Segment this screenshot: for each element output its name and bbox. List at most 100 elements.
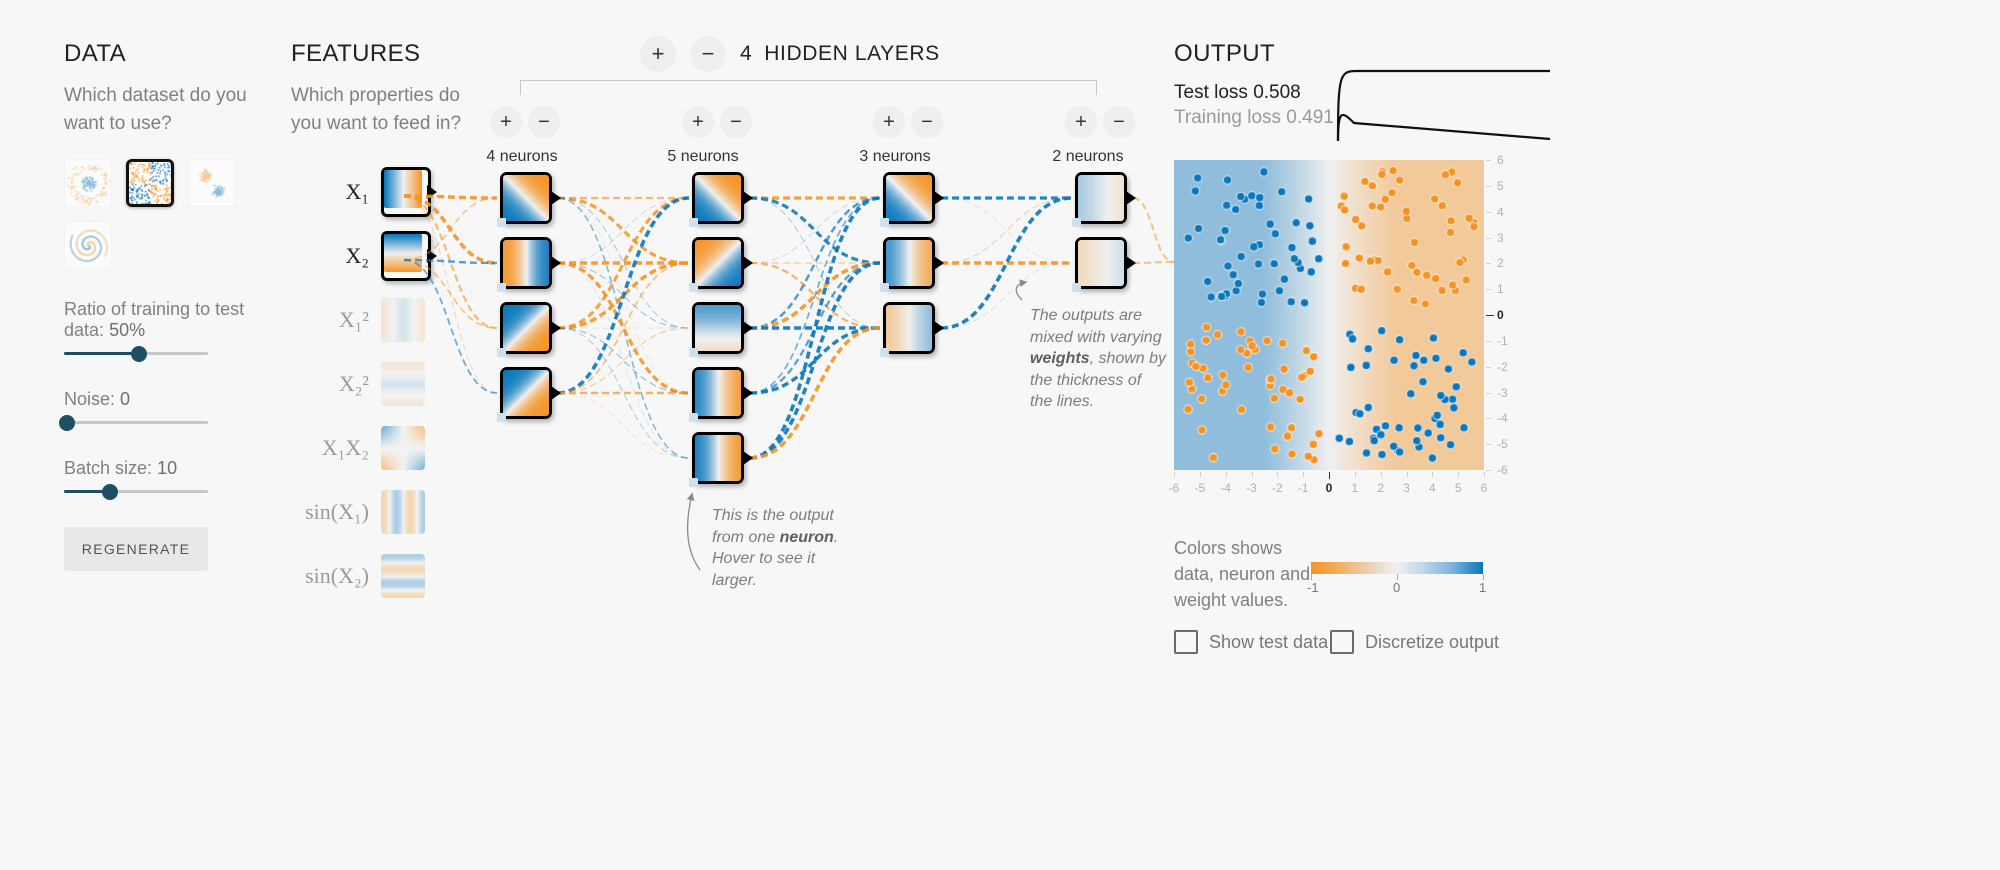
regenerate-button[interactable]: REGENERATE (64, 527, 208, 572)
network-link[interactable] (557, 196, 690, 330)
feature-node-x2sq[interactable] (381, 362, 425, 406)
neuron-bias-indicator[interactable] (497, 413, 506, 422)
feature-row-x1[interactable]: X₁ (291, 167, 437, 217)
network-link[interactable] (557, 392, 690, 459)
neuron-bias-indicator[interactable] (1072, 218, 1081, 227)
dataset-thumb-gauss[interactable] (188, 159, 236, 208)
remove-neuron-layer-2[interactable]: − (720, 106, 752, 138)
feature-row-sinx2[interactable]: sin(X₂) (291, 554, 425, 598)
feature-node-x1[interactable] (381, 167, 437, 217)
neuron-l1-n3[interactable] (497, 302, 561, 357)
ratio-slider-knob[interactable] (130, 346, 147, 363)
output-heatmap[interactable] (1174, 160, 1484, 470)
add-neuron-layer-3[interactable]: + (873, 106, 905, 138)
discretize-output-checkbox-row[interactable]: Discretize output (1330, 630, 1499, 654)
network-link[interactable] (749, 196, 881, 330)
network-link[interactable] (403, 259, 498, 329)
dataset-thumb-xor[interactable] (126, 159, 174, 208)
neuron-l3-n3[interactable] (880, 302, 944, 357)
neuron-bias-indicator[interactable] (880, 218, 889, 227)
neuron-bias-indicator[interactable] (689, 348, 698, 357)
feature-row-x1x2[interactable]: X₁X₂ (291, 426, 425, 470)
dataset-thumb-circle[interactable] (64, 159, 112, 208)
network-link[interactable] (403, 197, 498, 261)
network-link[interactable] (557, 261, 690, 395)
network-link[interactable] (749, 261, 881, 395)
add-layer-button[interactable]: + (640, 36, 676, 72)
feature-node-x2[interactable] (381, 231, 437, 281)
network-link[interactable] (1132, 196, 1175, 264)
feature-row-sinx1[interactable]: sin(X₁) (291, 490, 425, 534)
add-neuron-layer-1[interactable]: + (490, 106, 522, 138)
neuron-bias-indicator[interactable] (497, 218, 506, 227)
neuron-bias-indicator[interactable] (689, 283, 698, 292)
remove-neuron-layer-4[interactable]: − (1103, 106, 1135, 138)
show-test-data-checkbox-row[interactable]: Show test data (1174, 630, 1328, 654)
network-link[interactable] (749, 197, 881, 329)
neuron-l3-n1[interactable] (880, 172, 944, 227)
network-link[interactable] (557, 327, 690, 459)
noise-slider-knob[interactable] (58, 415, 75, 432)
neuron-bias-indicator[interactable] (497, 348, 506, 357)
network-link[interactable] (749, 196, 881, 460)
neuron-bias-indicator[interactable] (880, 348, 889, 357)
discretize-output-checkbox[interactable] (1330, 630, 1354, 654)
network-link[interactable] (940, 197, 1073, 264)
network-link[interactable] (749, 196, 881, 265)
feature-node-sinx2[interactable] (381, 554, 425, 598)
neuron-bias-indicator[interactable] (689, 218, 698, 227)
network-link[interactable] (557, 197, 690, 329)
neuron-l2-n4[interactable] (689, 367, 753, 422)
batch-slider-knob[interactable] (102, 484, 119, 501)
neuron-bias-indicator[interactable] (689, 478, 698, 487)
network-link[interactable] (557, 262, 690, 459)
ratio-slider[interactable] (64, 345, 208, 363)
batch-slider[interactable] (64, 483, 208, 501)
feature-node-x1sq[interactable] (381, 298, 425, 342)
network-link[interactable] (403, 194, 498, 330)
neuron-annotation-bold: neuron (779, 528, 834, 546)
neuron-l4-n1[interactable] (1072, 172, 1136, 227)
network-link[interactable] (749, 261, 881, 460)
add-neuron-layer-2[interactable]: + (682, 106, 714, 138)
remove-layer-button[interactable]: − (690, 36, 726, 72)
network-link[interactable] (1132, 260, 1175, 265)
dataset-thumb-spiral[interactable] (64, 221, 112, 270)
neuron-bias-indicator[interactable] (689, 413, 698, 422)
noise-value: 0 (120, 389, 131, 410)
add-neuron-layer-4[interactable]: + (1065, 106, 1097, 138)
neuron-bias-indicator[interactable] (880, 283, 889, 292)
network-link[interactable] (557, 262, 690, 394)
neuron-l2-n3[interactable] (689, 302, 753, 357)
network-link[interactable] (557, 197, 690, 459)
network-link[interactable] (557, 196, 690, 395)
neuron-l2-n2[interactable] (689, 237, 753, 292)
neuron-bias-indicator[interactable] (497, 283, 506, 292)
show-test-data-checkbox[interactable] (1174, 630, 1198, 654)
network-link[interactable] (940, 197, 1073, 264)
neuron-bias-indicator[interactable] (1072, 283, 1081, 292)
neuron-l1-n2[interactable] (497, 237, 561, 292)
output-heatmap-wrap[interactable] (1174, 160, 1484, 470)
feature-node-x1x2[interactable] (381, 426, 425, 470)
remove-neuron-layer-3[interactable]: − (911, 106, 943, 138)
network-link[interactable] (749, 197, 881, 264)
remove-neuron-layer-1[interactable]: − (528, 106, 560, 138)
neuron-l2-n1[interactable] (689, 172, 753, 227)
feature-row-x1sq[interactable]: X₁² (291, 298, 425, 342)
feature-node-sinx1[interactable] (381, 490, 425, 534)
network-link[interactable] (749, 197, 881, 394)
neuron-l3-n2[interactable] (880, 237, 944, 292)
neuron-l4-n2[interactable] (1072, 237, 1136, 292)
network-link[interactable] (940, 196, 1073, 330)
network-link[interactable] (403, 258, 498, 265)
feature-row-x2[interactable]: X₂ (291, 231, 437, 281)
neuron-l1-n4[interactable] (497, 367, 561, 422)
network-link[interactable] (749, 326, 881, 460)
noise-slider[interactable] (58, 414, 208, 432)
feature-row-x2sq[interactable]: X₂² (291, 362, 425, 406)
neuron-l2-n5[interactable] (689, 432, 753, 487)
network-link[interactable] (403, 259, 498, 394)
neuron-l1-n1[interactable] (497, 172, 561, 227)
